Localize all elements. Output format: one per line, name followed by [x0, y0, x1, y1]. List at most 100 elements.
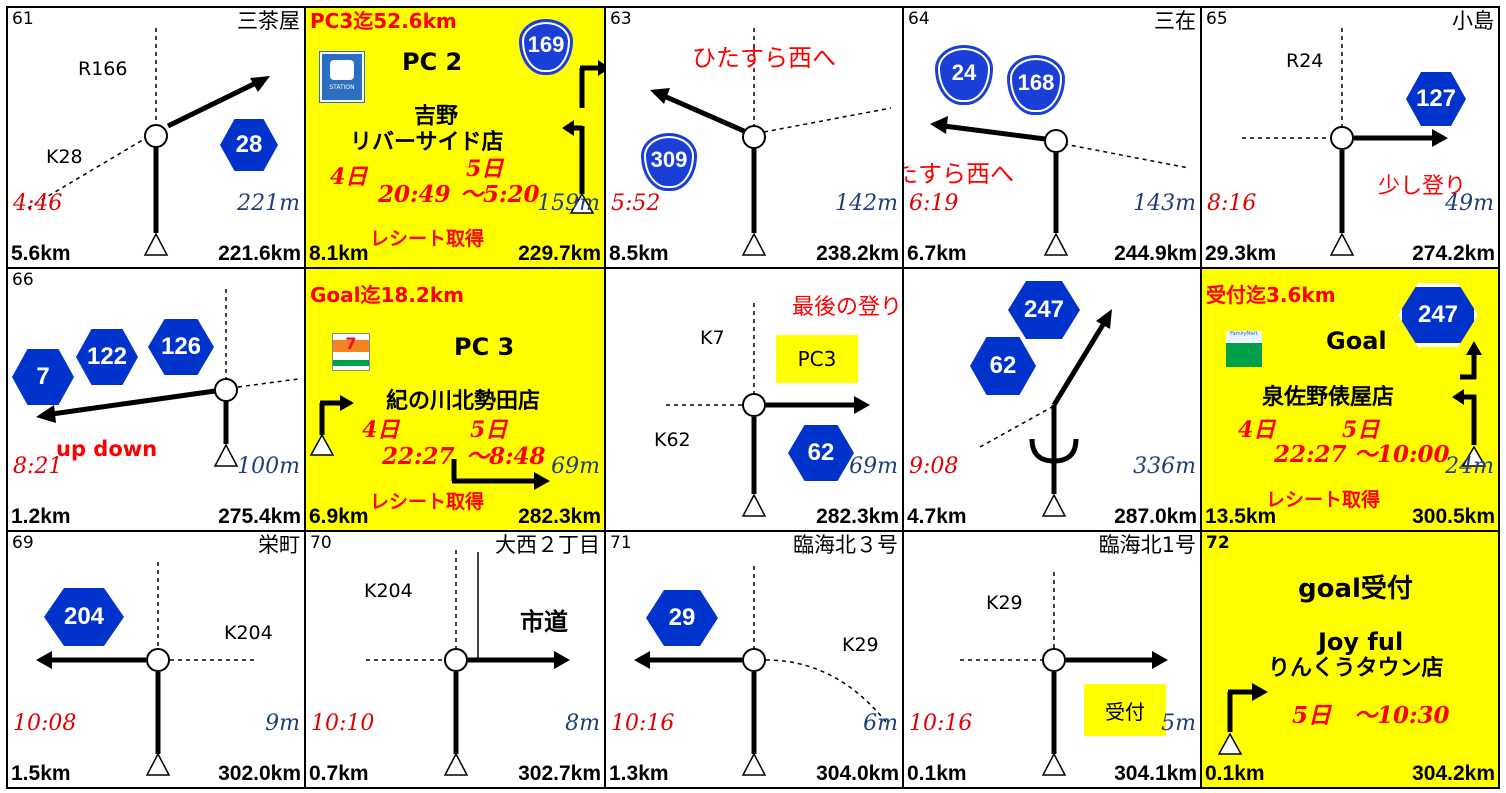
cue-number: 63 [610, 9, 632, 29]
place-name: 臨海北３号 [793, 533, 898, 557]
total-distance: 238.2km [816, 242, 899, 265]
intersection-diagram [930, 116, 1190, 256]
direction-note: ひたすら西へ [692, 44, 836, 72]
road-label: K7 [700, 327, 725, 349]
segment-distance: 0.1km [907, 762, 967, 785]
route-arrow [309, 395, 550, 490]
cue-cell-71: 71 臨海北３号 29 K29 10:16 6m 1.3km 304.0km [604, 530, 904, 789]
total-distance: 229.7km [518, 242, 601, 265]
total-distance: 302.7km [518, 762, 601, 785]
time: 6:19 [909, 191, 959, 216]
place-name: 大西２丁目 [495, 533, 600, 557]
cue-cell-68: 247 62 9:08 336m 4.7km 287.0km [902, 267, 1202, 532]
close-time: ～10:00 [1354, 441, 1450, 468]
cue-number: 70 [310, 533, 332, 553]
reception-marker: 受付 [1084, 684, 1166, 736]
total-distance: 275.4km [218, 505, 301, 528]
route-sign-icon: 7 [12, 349, 74, 405]
cue-number: 64 [908, 9, 930, 29]
shop-name: 吉野 [414, 104, 459, 129]
intersection-diagram [666, 303, 870, 517]
segment-distance: 1.3km [609, 762, 669, 785]
cue-number: 72 [1206, 533, 1230, 553]
total-distance: 287.0km [1114, 505, 1197, 528]
shop-name: Joy ful [1318, 628, 1404, 656]
segment-distance: 1.5km [11, 762, 71, 785]
road-label: K28 [46, 146, 83, 168]
total-distance: 300.5km [1412, 505, 1495, 528]
time: 10:10 [311, 711, 375, 736]
cue-number: 69 [12, 533, 34, 553]
place-name: 三茶屋 [237, 9, 300, 33]
time: 4:46 [13, 191, 63, 216]
route-sign-icon: 247 [1008, 281, 1080, 339]
cue-cell-64: 64 三在 24 168 ひたすら西へ 6:19 143m 6.7km 244.… [902, 6, 1202, 269]
route-arrow [1452, 341, 1487, 467]
direction-note: 最後の登り [792, 295, 903, 320]
close-day: 5日 [466, 156, 504, 182]
elevation: 5m [1161, 711, 1196, 736]
cue-cell-69: 69 栄町 204 K204 10:08 9m 1.5km 302.0km [6, 530, 306, 789]
segment-distance: 0.7km [309, 762, 369, 785]
close-time: 5日 ～10:30 [1292, 702, 1450, 729]
road-label: R24 [1286, 50, 1324, 72]
cue-cell-70: 70 大西２丁目 K204 市道 10:10 8m 0.7km 302.7km [304, 530, 606, 789]
next-pc-distance: PC3迄52.6km [310, 9, 457, 33]
familymart-logo-icon: FamilyMart [1226, 331, 1262, 367]
elevation: 8m [565, 711, 600, 736]
receipt-note: レシート取得 [370, 491, 485, 513]
national-route-sign-icon: 24 [938, 48, 990, 102]
segment-distance: 5.6km [11, 242, 71, 265]
pc-title: PC 3 [454, 333, 515, 361]
place-name: 三在 [1154, 9, 1196, 33]
cue-number: 71 [610, 533, 632, 553]
pc-title: Goal [1326, 327, 1387, 355]
time: 8:16 [1207, 191, 1257, 216]
close-time: ～5:20 [460, 181, 540, 208]
total-distance: 274.2km [1412, 242, 1495, 265]
intersection-diagram [27, 28, 270, 256]
intersection-diagram [1242, 28, 1448, 256]
cue-cell-pc3: Goal迄18.2km 7 PC 3 紀の川北勢田店 4日 5日 22:27 ～… [304, 267, 606, 532]
total-distance: 221.6km [218, 242, 301, 265]
segment-distance: 29.3km [1205, 242, 1277, 265]
segment-distance: 1.2km [11, 505, 71, 528]
place-name: 臨海北1号 [1098, 533, 1196, 557]
road-label: K204 [364, 580, 413, 602]
close-time: ～8:48 [466, 443, 546, 470]
route-sign-icon: 62 [788, 425, 854, 481]
route-sign-icon: 126 [148, 319, 214, 375]
next-pc-distance: 受付迄3.6km [1206, 283, 1336, 307]
shop-name: 泉佐野俵屋店 [1262, 385, 1395, 410]
cue-number: 65 [1206, 9, 1228, 29]
segment-distance: 4.7km [907, 505, 967, 528]
route-sign-icon: 127 [1406, 72, 1466, 126]
pc-marker: PC3 [776, 335, 858, 383]
time: 9:08 [909, 454, 959, 479]
shop-name: 紀の川北勢田店 [386, 389, 541, 414]
elevation: 9m [265, 711, 300, 736]
cue-cell-66: 66 7 122 126 up down 8:21 100m 1.2km 275… [6, 267, 306, 532]
time: 10:16 [611, 711, 675, 736]
elevation: 24m [1445, 454, 1494, 479]
elevation: 6m [863, 711, 898, 736]
intersection-diagram [36, 289, 299, 467]
national-route-sign-icon: 309 [644, 136, 694, 188]
elevation: 336m [1133, 454, 1196, 479]
open-time: 22:27 [382, 443, 455, 470]
intersection-diagram [634, 566, 887, 776]
road-label: 市道 [520, 608, 568, 636]
elevation: 100m [237, 454, 300, 479]
open-day: 4日 [362, 417, 400, 443]
direction-note: up down [56, 437, 158, 461]
lawson-logo-icon: STATION [319, 51, 365, 103]
cue-cell-71b: 臨海北1号 K29 受付 10:16 5m 0.1km 304.1km [902, 530, 1202, 789]
road-label: K29 [986, 592, 1023, 614]
total-distance: 282.3km [816, 505, 899, 528]
intersection-diagram [650, 28, 892, 256]
receipt-note: レシート取得 [370, 228, 485, 250]
total-distance: 282.3km [518, 505, 601, 528]
intersection-diagram [960, 572, 1168, 776]
route-sign-icon: 62 [970, 337, 1036, 395]
open-time: 20:49 [378, 181, 451, 208]
